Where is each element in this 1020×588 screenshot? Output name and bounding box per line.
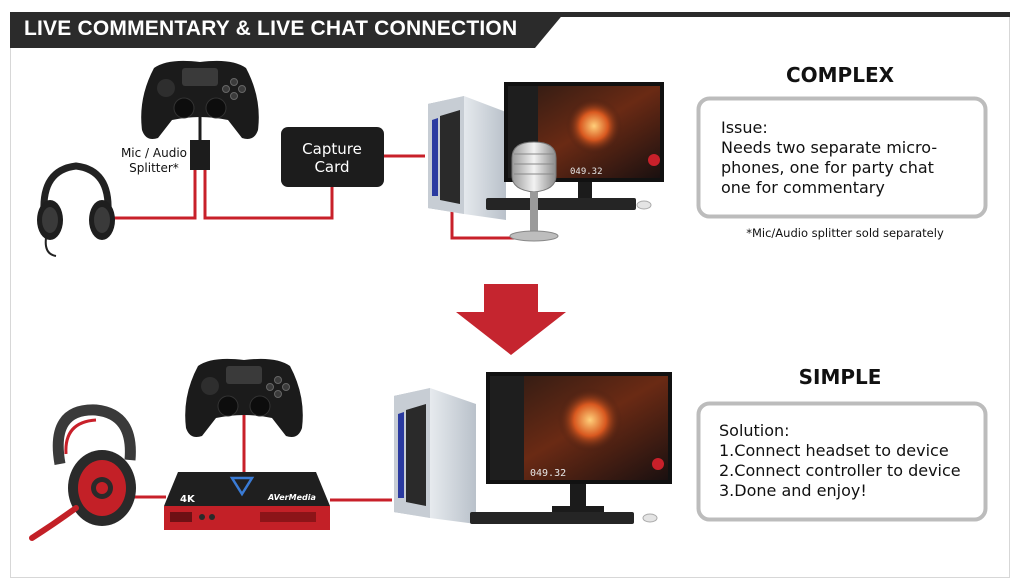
device-badge: 4K: [180, 494, 196, 505]
capture-card-label-line: Capture: [302, 140, 362, 158]
down-arrow-icon: [456, 284, 566, 355]
issue-line: one for commentary: [721, 178, 885, 197]
issue-box: [696, 96, 988, 219]
header-band: [10, 12, 565, 48]
solution-box: [696, 401, 988, 522]
solution-line: 1.Connect headset to device: [719, 441, 949, 460]
simple-cables: [130, 412, 392, 502]
pc-tower-icon: [428, 96, 506, 220]
gaming-headset-icon: [29, 404, 136, 541]
capture-device-icon: 4K AVerMedia: [164, 472, 330, 530]
screen-readout: 049.32: [530, 468, 566, 479]
cable-controller-to-card: [203, 140, 334, 220]
pc-tower-icon: [394, 388, 476, 524]
splitter-icon: [190, 140, 210, 170]
solution-text: Solution: 1.Connect headset to device 2.…: [719, 421, 961, 501]
capture-card-label-line: Card: [314, 158, 350, 176]
simple-title: SIMPLE: [798, 365, 882, 389]
controller-icon: [141, 60, 259, 139]
solution-line: Solution:: [719, 421, 790, 440]
issue-line: Needs two separate micro-: [721, 138, 938, 157]
headset-icon: [37, 162, 115, 257]
splitter-label: Mic / Audio Splitter*: [104, 146, 204, 176]
issue-text: Issue: Needs two separate micro- phones,…: [721, 118, 937, 198]
complex-cables: [100, 140, 528, 240]
issue-line: phones, one for party chat: [721, 158, 934, 177]
monitor-icon: 049.32: [486, 372, 672, 512]
cable-headset-to-splitter: [100, 170, 197, 220]
solution-line: 2.Connect controller to device: [719, 461, 961, 480]
screen-readout: 049.32: [570, 167, 603, 177]
controller-icon: [185, 358, 303, 437]
cable-pc-to-mic: [450, 205, 528, 240]
solution-line: 3.Done and enjoy!: [719, 481, 867, 500]
keyboard-icon: [486, 198, 636, 210]
device-brand: AVerMedia: [267, 493, 316, 502]
splitter-note: *Mic/Audio splitter sold separately: [746, 226, 944, 240]
complex-title: COMPLEX: [785, 63, 895, 87]
page-title: LIVE COMMENTARY & LIVE CHAT CONNECTION: [24, 17, 518, 40]
capture-card: [281, 127, 384, 187]
splitter-label-line: Mic / Audio: [120, 146, 188, 160]
capture-card-label: Capture Card: [282, 140, 382, 176]
microphone-icon: [509, 141, 559, 242]
splitter-label-line: Splitter*: [129, 161, 179, 175]
keyboard-icon: [470, 512, 634, 524]
issue-line: Issue:: [721, 118, 768, 137]
